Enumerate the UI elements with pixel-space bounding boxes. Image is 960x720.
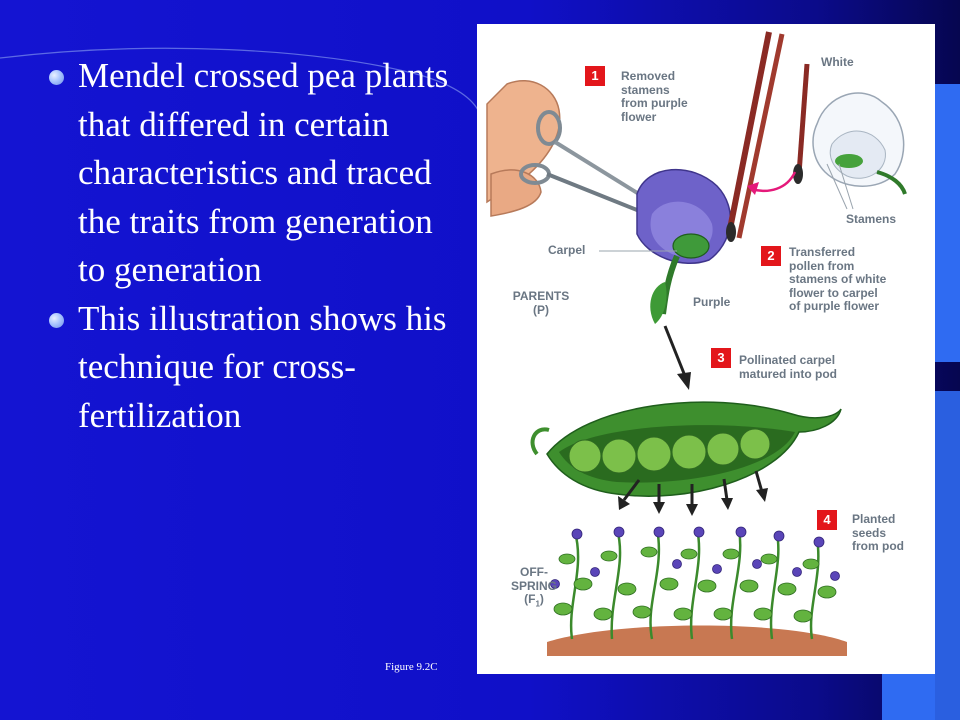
bullet-dot-icon [49, 312, 64, 328]
stamens-leader-line [826, 163, 848, 210]
figure-caption: Figure 9.2C [385, 661, 438, 673]
seed-arrows [622, 470, 764, 506]
step-1-badge: 1 [585, 66, 605, 86]
step-text-line: of purple flower [789, 299, 879, 313]
offspring-label: OFF- SPRING (F1) [499, 565, 569, 611]
step-text-line: stamens of white [789, 272, 887, 286]
step-text-line: Planted [852, 512, 896, 526]
step-text-line: flower to carpel [789, 285, 878, 300]
step-text-line: stamens [621, 82, 670, 97]
step-text-line: flower [621, 109, 657, 124]
step-3-badge: 3 [711, 348, 731, 368]
step-text-line: pollen from [789, 258, 855, 273]
bullet-list: Mendel crossed pea plants that differed … [40, 52, 460, 440]
stamens-label: Stamens [846, 212, 897, 226]
generation-arrowhead [677, 372, 691, 390]
purple-label: Purple [693, 295, 731, 309]
bullet-text: Mendel crossed pea plants that differed … [78, 56, 449, 289]
white-flower-illustration [812, 92, 907, 195]
purple-flower-illustration [636, 168, 732, 324]
step-3-text: Pollinated carpel matured into pod [739, 353, 837, 381]
step-text-line: Pollinated carpel [739, 353, 836, 367]
parents-label-line: (P) [533, 302, 549, 317]
bullet-item: This illustration shows his technique fo… [40, 295, 460, 441]
step-text-line: from purple [621, 96, 688, 110]
generation-arrow [663, 325, 687, 377]
step-text-line: matured into pod [739, 366, 837, 381]
hand-illustration [486, 79, 561, 217]
step-2-text: Transferred pollen from stamens of white… [789, 245, 887, 314]
offspring-label-line: (F [524, 592, 536, 606]
offspring-plants-illustration [547, 526, 847, 656]
offspring-label-line: SPRING [510, 578, 557, 593]
transfer-arrow [750, 171, 797, 193]
offspring-label-subscript: 1 [535, 599, 540, 609]
white-label: White [821, 55, 854, 69]
figure-illustration [486, 31, 907, 656]
seed-arrowheads [618, 488, 768, 516]
step-1-text: Removed stamens from purple flower [621, 69, 688, 124]
parents-label-line: PARENTS [512, 289, 570, 303]
decorative-square-left [935, 391, 960, 720]
brushes-illustration [726, 31, 810, 242]
step-text-line: seeds [852, 525, 887, 540]
offspring-label-line: OFF- [520, 565, 548, 579]
step-4-text: Planted seeds from pod [852, 512, 904, 554]
step-text-line: from pod [852, 539, 904, 553]
stamens-leader-line [838, 163, 854, 210]
offspring-label-line: ) [539, 592, 544, 606]
cross-fertilization-figure: White Stamens Carpel PARENTS (P) Purple … [477, 24, 935, 674]
pea-pod-illustration [530, 401, 842, 497]
step-text-line: Removed [621, 69, 676, 83]
transfer-arrowhead [747, 182, 759, 195]
step-4-badge: 4 [817, 510, 837, 530]
step-2-badge: 2 [761, 246, 781, 266]
bullet-text: This illustration shows his technique fo… [78, 298, 447, 435]
bullet-item: Mendel crossed pea plants that differed … [40, 52, 460, 295]
decorative-square-top [935, 84, 960, 362]
carpel-label: Carpel [548, 243, 586, 257]
bullet-dot-icon [49, 70, 64, 85]
step-text-line: Transferred [789, 245, 856, 259]
parents-label: PARENTS (P) [501, 289, 581, 317]
